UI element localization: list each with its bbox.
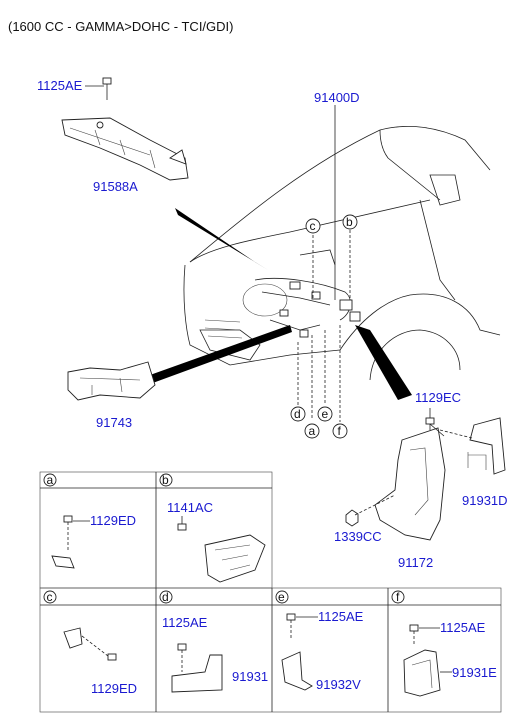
detail-d-bolt: 1125AE — [162, 615, 208, 630]
bracket-left-part — [67, 361, 156, 401]
svg-text:b: b — [346, 215, 353, 229]
callout-e: e — [317, 406, 333, 422]
label-bolt-top: 1125AE — [37, 78, 83, 93]
bolt-top-icon — [102, 77, 112, 100]
wiring-harness — [242, 277, 361, 338]
svg-text:c: c — [310, 219, 316, 233]
detail-cell-f: f 1125AE 91931E — [391, 590, 497, 697]
svg-text:f: f — [338, 424, 342, 438]
detail-e-part: 91932V — [316, 677, 361, 692]
callout-c: c — [305, 218, 321, 234]
callout-f: f — [332, 423, 348, 439]
svg-text:c: c — [47, 590, 53, 604]
bracket-right-part — [439, 417, 506, 475]
callout-b: b — [342, 214, 358, 230]
svg-text:d: d — [162, 590, 169, 604]
detail-cell-e: e 1125AE 91932V — [275, 590, 364, 692]
callout-bands — [150, 208, 412, 400]
label-nut-right: 1339CC — [334, 529, 382, 544]
detail-cell-c: c 1129ED — [43, 590, 137, 696]
callout-d: d — [290, 406, 306, 422]
protector-right-part — [374, 408, 446, 541]
detail-table — [39, 471, 502, 713]
svg-text:a: a — [47, 473, 54, 487]
label-bracket-left: 91743 — [96, 415, 132, 430]
label-bracket-right: 91931D — [462, 493, 508, 508]
svg-text:a: a — [309, 424, 316, 438]
detail-b-part: 1141AC — [167, 500, 213, 515]
leader-lines — [85, 85, 351, 422]
nut-right-icon — [345, 494, 396, 527]
svg-text:e: e — [322, 407, 329, 421]
svg-text:e: e — [278, 590, 285, 604]
car-body — [183, 125, 501, 381]
svg-text:d: d — [294, 407, 301, 421]
detail-f-part: 91931E — [452, 665, 497, 680]
detail-cell-d: d 1125AE 91931 — [159, 590, 268, 693]
detail-d-part: 91931 — [232, 669, 268, 684]
detail-f-bolt: 1125AE — [440, 620, 486, 635]
engine-spec-header: (1600 CC - GAMMA>DOHC - TCI/GDI) — [8, 19, 233, 34]
detail-a-part: 1129ED — [90, 513, 136, 528]
bolt-icon — [63, 515, 73, 523]
detail-cell-a: a 1129ED — [43, 473, 136, 569]
svg-text:f: f — [396, 590, 400, 604]
callout-a: a — [304, 423, 320, 439]
label-bolt-right: 1129EC — [415, 390, 461, 405]
label-bracket-top: 91588A — [93, 179, 138, 194]
detail-cell-b: b 1141AC — [159, 473, 266, 583]
bolt-right-icon — [425, 417, 445, 437]
label-harness-main: 91400D — [314, 90, 360, 105]
label-protector-right: 91172 — [398, 555, 433, 570]
detail-e-bolt: 1125AE — [318, 609, 364, 624]
bracket-top-part — [61, 117, 189, 181]
detail-c-part: 1129ED — [91, 681, 137, 696]
svg-text:b: b — [162, 473, 169, 487]
